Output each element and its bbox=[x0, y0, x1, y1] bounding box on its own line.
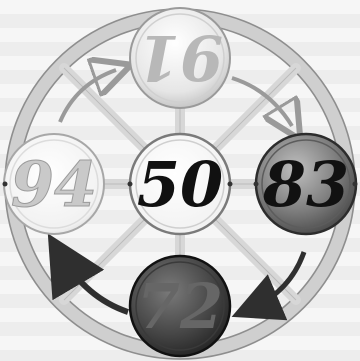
circle-bottom: 72 bbox=[130, 256, 230, 356]
number-left: 94 bbox=[11, 148, 97, 221]
number-center: 50 bbox=[137, 148, 223, 221]
number-right: 83 bbox=[262, 148, 349, 221]
circle-right: 83 bbox=[256, 134, 356, 234]
circle-left: 94 bbox=[4, 134, 104, 234]
circle-center: 50 bbox=[130, 134, 230, 234]
circle-top: 91 bbox=[130, 8, 230, 108]
number-top: 91 bbox=[137, 21, 223, 94]
number-bottom: 72 bbox=[137, 270, 223, 343]
